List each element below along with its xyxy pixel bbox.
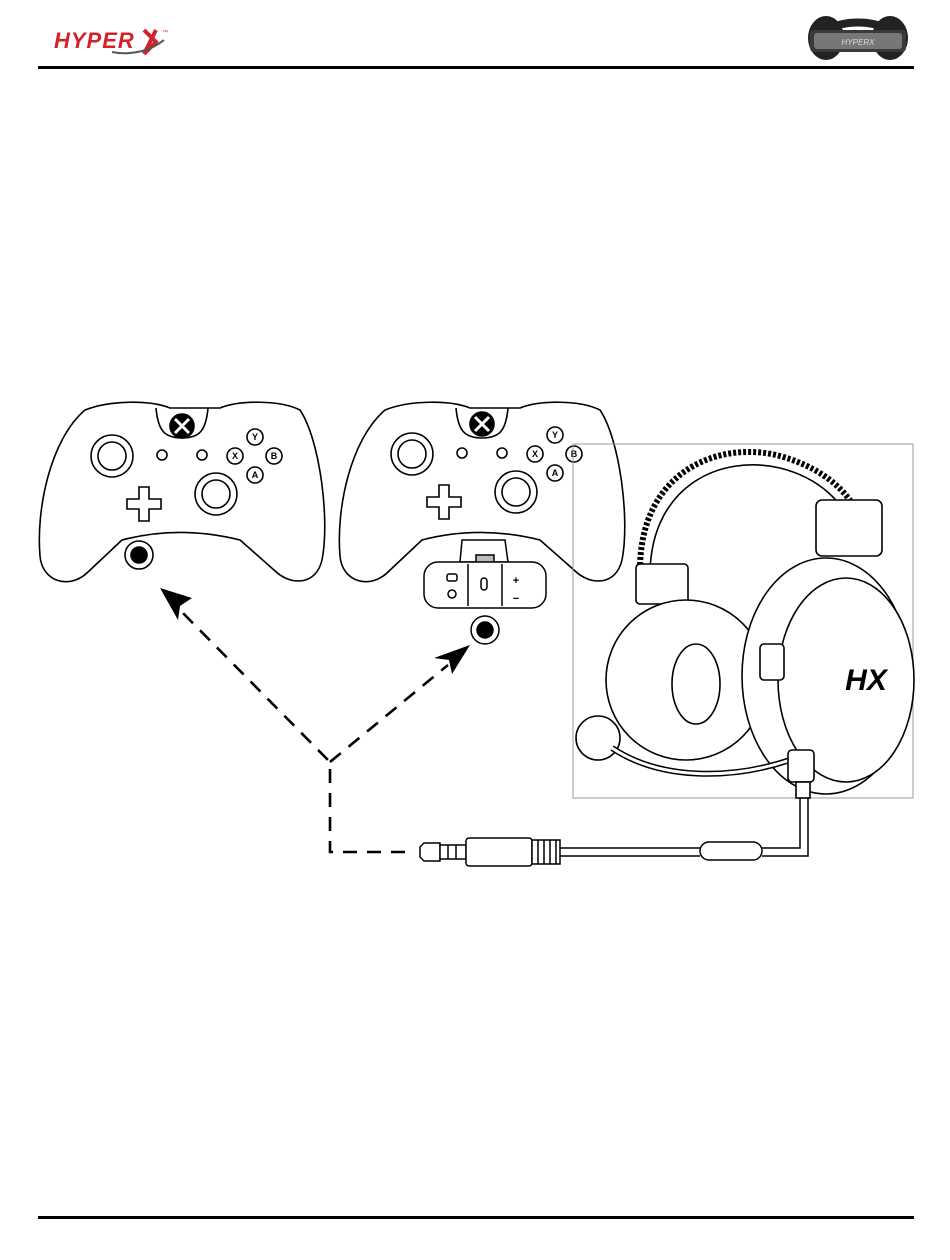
button-y-label-right: Y: [552, 430, 558, 440]
arrow-head-left: [160, 588, 192, 620]
trademark: ™: [162, 29, 168, 36]
headset-jack-left: [125, 541, 153, 569]
hyperx-logo: HYPER ™: [52, 22, 172, 62]
arrow-head-right: [434, 645, 470, 674]
mic-foam-icon: [576, 716, 620, 760]
button-a-label-left: A: [252, 470, 259, 480]
inline-volume-control: [700, 842, 762, 860]
connection-diagram: Y X B A Y X B A: [0, 380, 950, 900]
brand-text: HYPER: [54, 28, 135, 53]
footer-rule: [38, 1216, 914, 1219]
thumb-brand: HYPERX: [842, 38, 876, 47]
xbox-icon: [170, 414, 194, 438]
mic-mute-icon: [481, 578, 487, 590]
connection-arrows: [175, 605, 448, 852]
controller-left: [39, 402, 324, 581]
page-header: HYPER ™ HYPERX: [0, 0, 950, 72]
volume-up-label: +: [513, 575, 519, 587]
right-stick-icon-right: [495, 471, 537, 513]
menu-button-icon: [197, 450, 207, 460]
button-x-label-right: X: [532, 449, 538, 459]
button-a-label-right: A: [552, 468, 559, 478]
left-stick-icon-right: [391, 433, 433, 475]
view-button-icon: [157, 450, 167, 460]
earcup-slider: [760, 644, 784, 680]
button-y-label-left: Y: [252, 432, 258, 442]
button-b-label-left: B: [271, 451, 278, 461]
headset-logo: HX: [845, 664, 889, 697]
headset-jack-adapter: [477, 622, 493, 638]
stereo-headset-adapter: [424, 540, 546, 644]
headset-cable: [560, 798, 808, 860]
headset-thumbnail: HYPERX: [804, 8, 912, 66]
audio-plug: [420, 838, 560, 866]
chat-balance-icon: [448, 590, 456, 598]
button-b-label-right: B: [571, 449, 578, 459]
left-stick-icon: [91, 435, 133, 477]
button-x-label-left: X: [232, 451, 238, 461]
headset-illustration: [576, 452, 914, 798]
right-stick-icon: [195, 473, 237, 515]
game-balance-icon: [447, 574, 457, 581]
xbox-icon-right: [470, 412, 494, 436]
volume-down-label: −: [513, 593, 519, 605]
header-rule: [38, 66, 914, 69]
